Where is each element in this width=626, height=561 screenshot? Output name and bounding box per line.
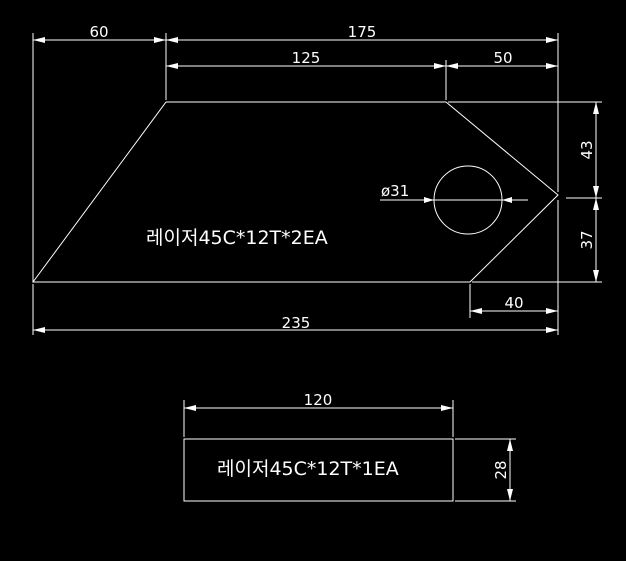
dim-43-text: 43 <box>578 140 596 159</box>
part1-outline <box>32 101 559 283</box>
dim-50-text: 50 <box>493 49 512 67</box>
part2-label: 레이저45C*12T*1EA <box>217 458 399 480</box>
dim-175-text: 175 <box>348 23 377 41</box>
part2-outline <box>183 438 454 502</box>
dim-hole-text: ø31 <box>381 182 409 200</box>
dim-235-text: 235 <box>282 314 311 332</box>
part2: 레이저45C*12T*1EA 120 28 <box>183 391 516 502</box>
dim-37-text: 37 <box>578 230 596 249</box>
dim-125-text: 125 <box>292 49 321 67</box>
part1-label: 레이저45C*12T*2EA <box>146 227 328 249</box>
part1: 레이저45C*12T*2EA ø31 60 175 125 50 <box>32 23 602 335</box>
dim-28-text: 28 <box>492 460 510 479</box>
dim-40-text: 40 <box>504 294 523 312</box>
dim-120-text: 120 <box>304 391 333 409</box>
dim-60-text: 60 <box>89 23 108 41</box>
